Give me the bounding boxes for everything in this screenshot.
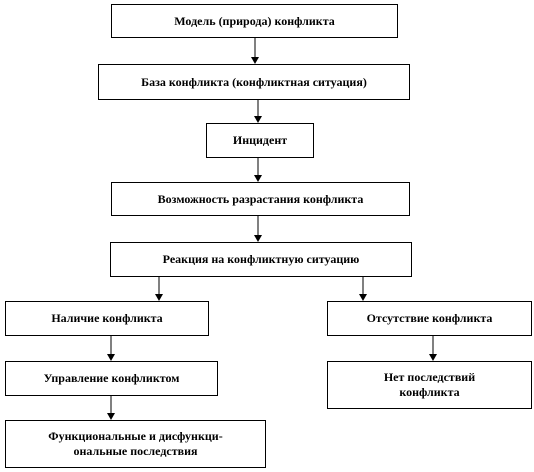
arrow-reaction-to-presence	[155, 277, 163, 301]
arrow-base-to-incident	[254, 100, 262, 123]
arrow-head	[359, 294, 367, 301]
node-conflict-absence: Отсутствие конфликта	[327, 301, 532, 336]
arrow-absence-to-no_effects	[429, 336, 437, 361]
arrow-presence-to-manage	[107, 336, 115, 361]
node-no-consequences: Нет последствий конфликта	[327, 361, 532, 409]
arrow-head	[429, 354, 437, 361]
node-escalation-possibility: Возможность разрастания конфликта	[111, 182, 410, 216]
node-conflict-presence: Наличие конфликта	[5, 301, 209, 336]
arrow-head	[254, 235, 262, 242]
arrow-reaction-to-absence	[359, 277, 367, 301]
arrow-incident-to-growth	[254, 158, 262, 182]
node-reaction-to-situation: Реакция на конфликтную ситуацию	[110, 242, 412, 277]
arrow-head	[107, 413, 115, 420]
arrow-model-to-base	[251, 38, 259, 64]
arrow-head	[251, 57, 259, 64]
node-consequences: Функциональные и дисфункци- ональные пос…	[5, 420, 266, 468]
node-conflict-management: Управление конфликтом	[5, 361, 218, 396]
node-incident: Инцидент	[206, 123, 314, 158]
arrow-head	[107, 354, 115, 361]
arrow-manage-to-effects	[107, 396, 115, 420]
arrow-head	[254, 116, 262, 123]
arrow-growth-to-reaction	[254, 216, 262, 242]
node-conflict-base: База конфликта (конфликтная ситуация)	[98, 64, 410, 100]
arrow-head	[254, 175, 262, 182]
arrow-head	[155, 294, 163, 301]
node-conflict-model: Модель (природа) конфликта	[111, 4, 398, 38]
